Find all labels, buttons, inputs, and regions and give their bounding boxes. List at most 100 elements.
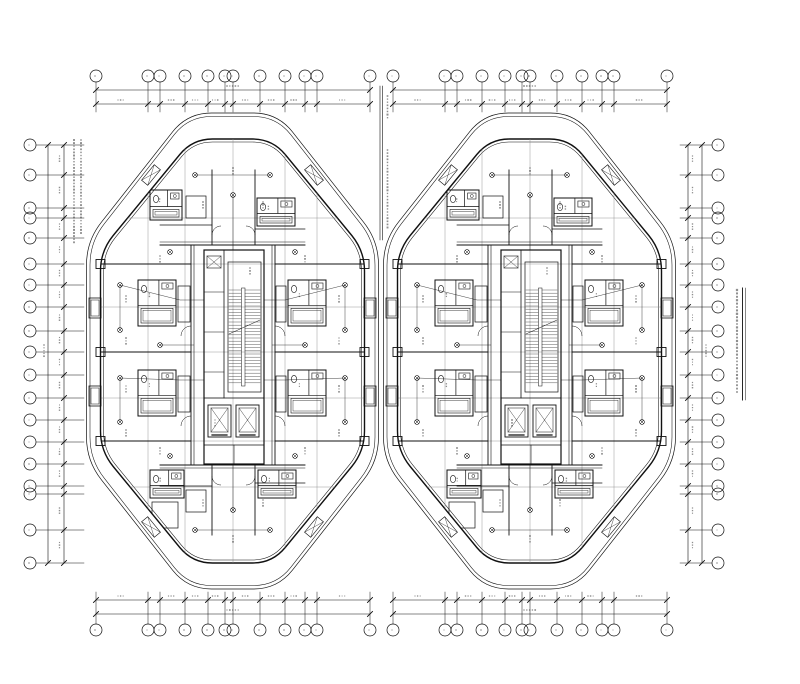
- toilet-icon: [261, 475, 267, 483]
- building-core: [500, 249, 562, 465]
- light-fixture-icon: [192, 172, 198, 178]
- annotation-label: [691, 541, 694, 549]
- door-swing-icon: [477, 325, 489, 337]
- annotation-glyph: [339, 99, 340, 101]
- light-cross: [414, 327, 420, 333]
- annotation-glyph: [73, 142, 75, 145]
- annotation-glyph: [290, 595, 292, 597]
- annotation-glyph: [494, 99, 496, 101]
- annotation-glyph: [298, 293, 300, 295]
- closet: [185, 489, 207, 513]
- bay-window: [660, 385, 674, 407]
- dimension-tick: [553, 596, 561, 604]
- annotation-label: [28, 207, 30, 209]
- annotation-glyph: [565, 477, 568, 480]
- annotation-glyph: [125, 342, 127, 345]
- annotation-label: [691, 155, 694, 162]
- annotation-glyph: [304, 261, 306, 263]
- annotation-glyph: [80, 185, 82, 188]
- dimension-tick: [684, 482, 692, 490]
- annotation-glyph: [73, 164, 75, 166]
- light-fixture-icon: [167, 453, 173, 459]
- annotation-glyph: [386, 177, 389, 179]
- annotation-glyph: [59, 448, 60, 450]
- annotation-glyph: [73, 176, 75, 178]
- annotation-glyph: [216, 99, 219, 101]
- dimension-tick: [684, 348, 692, 356]
- light-cross: [192, 172, 198, 178]
- annotation-glyph: [635, 298, 637, 300]
- annotation-glyph: [691, 448, 694, 450]
- ac-platform-hatch: [438, 521, 458, 533]
- sink-basin-icon: [581, 202, 586, 206]
- annotation-label: [231, 75, 233, 77]
- annotation-label: [565, 595, 572, 597]
- annotation-glyph: [58, 450, 61, 453]
- annotation-glyph: [73, 198, 75, 200]
- annotation-glyph: [43, 352, 45, 355]
- annotation-label: [117, 99, 124, 101]
- annotation-glyph: [28, 207, 30, 209]
- annotation-glyph: [73, 201, 75, 203]
- annotation-glyph: [58, 291, 61, 293]
- annotation-glyph: [125, 432, 127, 434]
- annotation-glyph: [422, 391, 424, 393]
- annotation-glyph: [80, 157, 82, 160]
- annotation-glyph: [73, 228, 75, 231]
- annotation-label: [290, 595, 297, 597]
- annotation-label: [691, 269, 694, 277]
- balcony-inner-rail: [89, 116, 376, 586]
- annotation-label: [508, 595, 516, 597]
- annotation-glyph: [244, 595, 246, 597]
- annotation-glyph: [736, 295, 738, 298]
- annotation-glyph: [58, 155, 61, 157]
- annotation-glyph: [338, 337, 340, 339]
- annotation-glyph: [691, 381, 694, 384]
- annotation-glyph: [386, 117, 389, 119]
- annotation-glyph: [234, 609, 237, 611]
- annotation-glyph: [414, 595, 416, 597]
- annotation-glyph: [488, 595, 491, 597]
- annotation-glyph: [559, 505, 561, 507]
- light-fixture-icon: [414, 327, 420, 333]
- annotation-label: [456, 477, 458, 482]
- annotation-label: [716, 263, 718, 265]
- annotation-glyph: [692, 317, 693, 319]
- annotation-label: [488, 595, 496, 597]
- annotation-glyph: [529, 173, 531, 175]
- annotation-label: [716, 351, 718, 353]
- light-circle: [527, 192, 533, 198]
- dimension-tick: [684, 371, 692, 379]
- facade-wall-inner: [400, 141, 659, 561]
- annotation-glyph: [202, 505, 204, 507]
- annotation-label: [146, 629, 148, 631]
- structural-column: [95, 436, 106, 446]
- annotation-glyph: [456, 480, 458, 482]
- annotation-glyph: [735, 346, 739, 349]
- closet: [572, 285, 584, 323]
- annotation-label: [158, 198, 161, 203]
- annotation-glyph: [386, 183, 389, 185]
- annotation-glyph: [80, 167, 82, 169]
- annotation-glyph: [386, 201, 389, 204]
- annotation-glyph: [80, 176, 82, 179]
- annotation-label: [28, 174, 30, 176]
- annotation-glyph: [456, 477, 458, 480]
- annotation-glyph: [73, 222, 75, 225]
- annotation-glyph: [600, 629, 602, 631]
- dimension-tick: [60, 204, 68, 212]
- annotation-glyph: [267, 99, 270, 101]
- light-circle: [464, 249, 470, 255]
- annotation-glyph: [386, 189, 389, 192]
- annotation-label: [43, 344, 45, 358]
- annotation-glyph: [43, 350, 45, 352]
- annotation-glyph: [735, 299, 739, 302]
- annotation-glyph: [414, 99, 416, 101]
- annotation-label: [499, 499, 501, 507]
- annotation-label: [262, 201, 264, 209]
- light-fixture-icon: [342, 327, 348, 333]
- annotation-glyph: [80, 154, 82, 157]
- annotation-glyph: [691, 409, 694, 411]
- light-fixture-icon: [302, 342, 308, 348]
- ac-platform-hatch: [607, 516, 615, 538]
